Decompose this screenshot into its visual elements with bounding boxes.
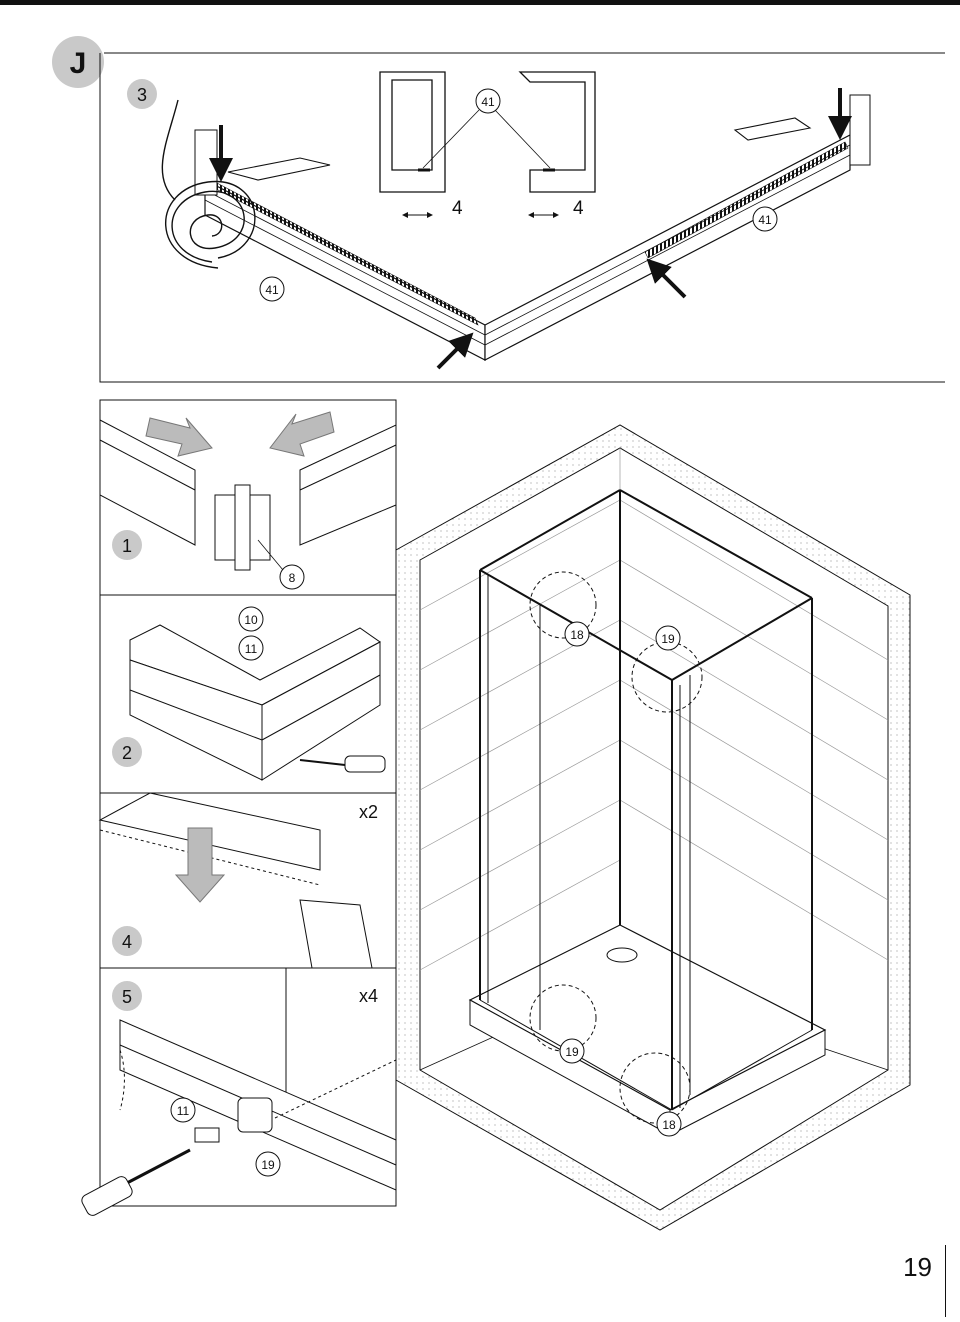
page-number-rule	[945, 1245, 946, 1317]
step-5-multiplier: x4	[359, 986, 378, 1006]
step-1-number: 1	[122, 536, 132, 556]
section-badge	[52, 36, 104, 88]
part-10: 10	[244, 613, 258, 627]
section-j-header: J	[52, 36, 945, 88]
part-19-bottom: 19	[565, 1045, 579, 1059]
overview-illustration: 18 19 19 18	[395, 424, 911, 1231]
step-5-panel: x4 5 11 19	[81, 968, 397, 1216]
step-1-panel: 1 8	[99, 411, 397, 590]
step-4-number: 4	[122, 932, 132, 952]
part-11-step5: 11	[177, 1104, 190, 1118]
page-number: 19	[903, 1252, 932, 1282]
step-4-multiplier: x2	[359, 802, 378, 822]
step-3-number: 3	[137, 85, 147, 105]
part-41-right: 41	[758, 213, 772, 227]
dim-right: 4	[573, 198, 584, 219]
dim-left: 4	[452, 198, 463, 219]
part-18-top: 18	[570, 628, 584, 642]
part-41-roll: 41	[265, 283, 279, 297]
section-letter: J	[70, 47, 87, 80]
step-2-panel: 2 10 11	[112, 606, 386, 781]
part-19-top: 19	[661, 632, 675, 646]
step-4-panel: x2 4	[98, 792, 378, 969]
part-41-detail: 41	[481, 95, 495, 109]
top-rule	[0, 0, 960, 5]
part-11: 11	[245, 642, 258, 656]
step-3-panel: 3	[99, 53, 945, 383]
step-2-number: 2	[122, 743, 132, 763]
step-5-number: 5	[122, 987, 132, 1007]
part-19-step5: 19	[261, 1158, 275, 1172]
part-18-bottom: 18	[662, 1118, 676, 1132]
part-8: 8	[289, 571, 296, 585]
